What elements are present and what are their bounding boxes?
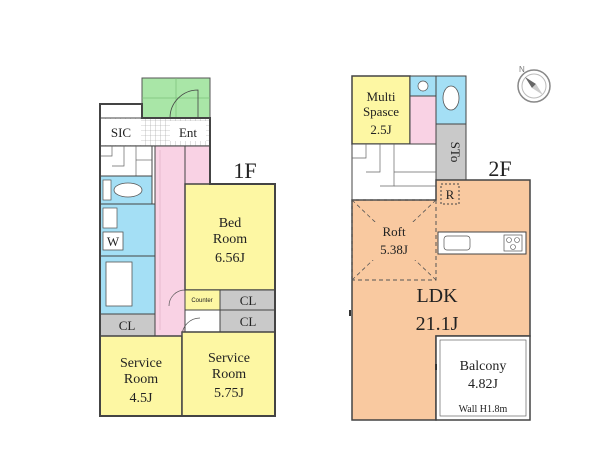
service-room-right-size: 5.75J <box>214 386 245 401</box>
ent-label: Ent <box>179 125 197 140</box>
outer-wall-1f <box>99 103 276 417</box>
multi-space <box>351 75 411 145</box>
refrigerator-label: R <box>446 187 455 202</box>
entrance-door-icon <box>169 89 199 119</box>
balcony-size: 4.82J <box>468 377 499 392</box>
floor-1f-label: 1F <box>233 158 256 183</box>
service-room-right-name-1: Service <box>208 351 250 366</box>
service-room-right-name-2: Room <box>212 367 246 382</box>
toilet-icon <box>113 182 143 198</box>
washer-label: W <box>107 234 120 249</box>
counter-label: Counter <box>191 298 212 304</box>
service-room-left-name-1: Service <box>120 356 162 371</box>
bed-room-size: 6.56J <box>215 251 246 266</box>
roft-name: Roft <box>382 224 406 239</box>
multi-space-size: 2.5J <box>370 122 391 137</box>
service-room-left <box>99 335 183 417</box>
bathtub-icon <box>105 261 133 307</box>
refrigerator-box <box>440 183 460 205</box>
ldk-name: LDK <box>416 285 458 307</box>
closet-left-label: CL <box>119 318 136 333</box>
basin-icon <box>417 80 429 92</box>
floor-1f: W SIC Ent Bed Room 6.56J Counter CL CL C… <box>99 77 276 417</box>
kitchen-sink-icon <box>443 235 471 251</box>
closet-bed-label: CL <box>240 293 257 308</box>
north-compass-icon: N <box>517 65 551 103</box>
floor-2f-label: 2F <box>488 156 511 181</box>
service-room-left-size: 4.5J <box>130 391 154 406</box>
wall-height-note: Wall H1.8m <box>459 404 508 415</box>
multi-space-name-1: Multi <box>367 89 396 104</box>
ldk-size: 21.1J <box>416 313 459 335</box>
service-room-right <box>181 331 276 417</box>
balcony-name: Balcony <box>460 359 507 374</box>
roft-size: 5.38J <box>380 242 408 257</box>
svg-text:N: N <box>519 65 525 74</box>
roft <box>351 199 437 281</box>
bed-room-name-2: Room <box>213 232 247 247</box>
storage-2f <box>435 123 467 181</box>
balcony <box>435 335 531 421</box>
bed-room-name-1: Bed <box>219 216 242 231</box>
stove-icon <box>503 234 523 252</box>
service-room-left-name-2: Room <box>124 372 158 387</box>
sink-icon <box>102 207 118 229</box>
floor-2f: Multi Spasce 2.5J STo Roft 5.38J R <box>349 75 531 421</box>
multi-space-name-2: Spasce <box>363 104 399 119</box>
door-swing-icon <box>168 289 186 307</box>
storage-label: STo <box>448 142 463 163</box>
hall-closet-strip <box>184 145 211 185</box>
closet-right-label: CL <box>240 314 257 329</box>
washer-icon <box>102 231 124 251</box>
toilet-icon <box>442 85 460 111</box>
hallway-1f <box>154 145 186 337</box>
sic-label: SIC <box>111 125 131 140</box>
stairs-1f <box>99 145 153 177</box>
door-swing-icon <box>181 317 201 337</box>
